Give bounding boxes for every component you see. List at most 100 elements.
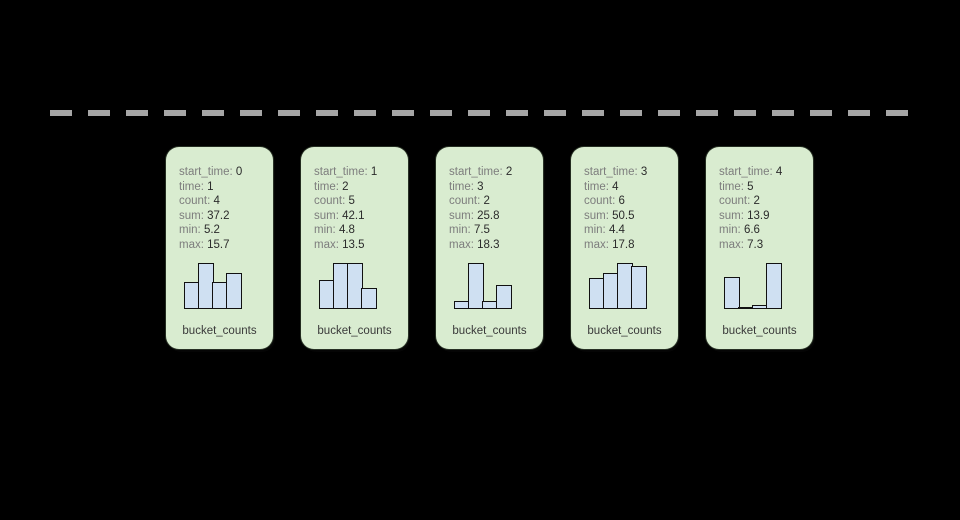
field-value-count: 6	[618, 195, 625, 208]
field-key-count: count:	[584, 195, 616, 208]
field-row-min: min: 7.5	[449, 223, 543, 238]
field-row-sum: sum: 50.5	[584, 209, 678, 224]
field-key-time: time:	[584, 180, 609, 193]
field-row-max: max: 15.7	[179, 238, 273, 253]
field-key-max: max:	[719, 238, 744, 251]
field-value-max: 17.8	[612, 238, 635, 251]
bucket-bar	[496, 285, 513, 309]
field-row-time: time: 4	[584, 180, 678, 195]
field-value-min: 7.5	[473, 224, 490, 237]
histogram-area: bucket_counts	[571, 253, 678, 349]
bucket-bar	[361, 288, 378, 309]
field-key-max: max:	[314, 238, 339, 251]
field-row-sum: sum: 37.2	[179, 209, 273, 224]
bucket-bar	[766, 263, 783, 309]
field-row-max: max: 17.8	[584, 238, 678, 253]
field-row-sum: sum: 42.1	[314, 209, 408, 224]
field-key-sum: sum:	[449, 209, 474, 222]
bucket-bar	[347, 263, 363, 309]
field-key-sum: sum:	[314, 209, 339, 222]
field-row-sum: sum: 25.8	[449, 209, 543, 224]
field-value-max: 7.3	[747, 238, 764, 251]
field-value-sum: 42.1	[342, 209, 365, 222]
field-row-time: time: 2	[314, 180, 408, 195]
field-key-sum: sum:	[584, 209, 609, 222]
bucket-bar	[631, 266, 648, 309]
field-key-max: max:	[449, 238, 474, 251]
field-value-sum: 50.5	[612, 209, 635, 222]
field-value-time: 2	[342, 180, 349, 193]
field-key-time: time:	[314, 180, 339, 193]
field-key-sum: sum:	[179, 209, 204, 222]
field-key-count: count:	[179, 195, 211, 208]
field-row-count: count: 2	[449, 194, 543, 209]
field-row-count: count: 2	[719, 194, 813, 209]
field-key-min: min:	[179, 224, 201, 237]
field-key-min: min:	[449, 224, 471, 237]
histogram-area: bucket_counts	[301, 253, 408, 349]
field-row-start-time: start_time: 1	[314, 165, 408, 180]
field-value-min: 4.4	[608, 224, 625, 237]
field-key-start-time: start_time:	[449, 166, 503, 178]
field-key-count: count:	[314, 195, 346, 208]
field-row-start-time: start_time: 0	[179, 165, 273, 180]
field-row-min: min: 6.6	[719, 223, 813, 238]
field-key-min: min:	[719, 224, 741, 237]
field-value-time: 4	[612, 180, 619, 193]
field-key-sum: sum:	[719, 209, 744, 222]
field-value-max: 13.5	[342, 238, 365, 251]
field-row-start-time: start_time: 2	[449, 165, 543, 180]
histogram-area: bucket_counts	[706, 253, 813, 349]
field-key-time: time:	[449, 180, 474, 193]
dashed-time-axis	[50, 110, 913, 116]
field-value-count: 2	[753, 195, 760, 208]
field-key-count: count:	[719, 195, 751, 208]
field-value-count: 5	[348, 195, 355, 208]
field-value-max: 15.7	[207, 238, 230, 251]
field-key-count: count:	[449, 195, 481, 208]
field-key-max: max:	[179, 238, 204, 251]
histogram-area: bucket_counts	[166, 253, 273, 349]
histogram-area: bucket_counts	[436, 253, 543, 349]
field-key-time: time:	[179, 180, 204, 193]
bucket-counts-label: bucket_counts	[317, 325, 392, 337]
bucket-counts-label: bucket_counts	[722, 325, 797, 337]
field-value-max: 18.3	[477, 238, 500, 251]
field-row-sum: sum: 13.9	[719, 209, 813, 224]
field-key-max: max:	[584, 238, 609, 251]
bucket-counts-chart	[589, 263, 648, 309]
field-value-time: 3	[477, 180, 484, 193]
bucket-bar	[468, 263, 484, 309]
field-value-sum: 37.2	[207, 209, 230, 222]
bucket-counts-label: bucket_counts	[182, 325, 257, 337]
field-value-sum: 25.8	[477, 209, 500, 222]
field-key-start-time: start_time:	[719, 166, 773, 178]
bucket-bar	[226, 273, 243, 309]
field-row-max: max: 18.3	[449, 238, 543, 253]
field-key-min: min:	[314, 224, 336, 237]
field-value-min: 4.8	[338, 224, 355, 237]
field-value-start-time: 3	[640, 166, 648, 178]
bucket-bar	[724, 276, 740, 309]
field-row-count: count: 4	[179, 194, 273, 209]
field-row-min: min: 4.8	[314, 223, 408, 238]
field-value-start-time: 1	[370, 166, 378, 178]
field-row-time: time: 3	[449, 180, 543, 195]
field-key-start-time: start_time:	[314, 166, 368, 178]
field-value-start-time: 4	[775, 166, 783, 178]
bucket-counts-chart	[724, 263, 783, 309]
field-row-max: max: 7.3	[719, 238, 813, 253]
field-row-time: time: 5	[719, 180, 813, 195]
field-value-min: 5.2	[203, 224, 220, 237]
field-key-start-time: start_time:	[179, 166, 233, 178]
field-value-start-time: 0	[235, 166, 243, 178]
